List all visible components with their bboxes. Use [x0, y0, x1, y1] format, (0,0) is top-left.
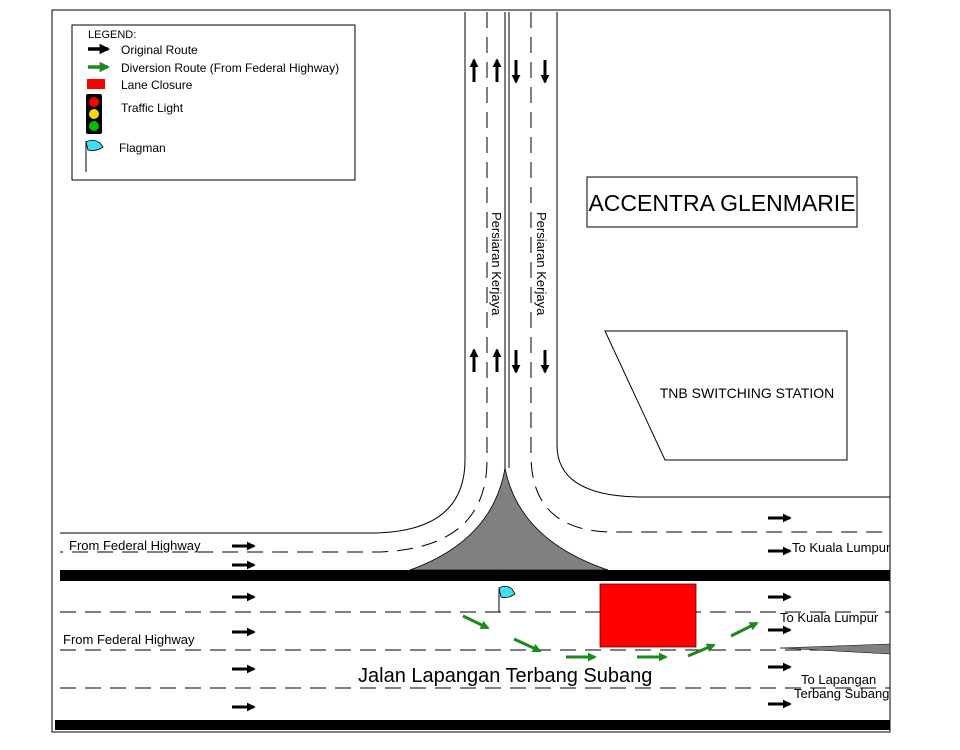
traffic-light-icon: [86, 94, 102, 134]
legend-item-lane-closure: Lane Closure: [87, 78, 193, 92]
diversion-route-arrows: [462, 614, 759, 662]
building-label: ACCENTRA GLENMARIE: [588, 190, 855, 216]
legend-item-traffic-light: Traffic Light: [86, 94, 184, 134]
legend-item-diversion-route: Diversion Route (From Federal Highway): [88, 61, 339, 75]
green-arrow-icon: [513, 637, 542, 653]
flag-icon: [85, 139, 104, 172]
label-to-kuala-lumpur: To Kuala Lumpur: [792, 540, 891, 555]
legend-item-flagman: Flagman: [85, 139, 166, 172]
original-route-arrows: [232, 513, 792, 712]
legend-title: LEGEND:: [88, 29, 136, 41]
main-highway: [55, 570, 891, 730]
green-arrow-icon: [687, 643, 716, 658]
legend: LEGEND: Original Route Diversion Route (…: [71, 24, 356, 181]
label-to-kuala-lumpur: To Kuala Lumpur: [780, 610, 879, 625]
road-edge: [55, 720, 890, 730]
green-arrow-icon: [462, 614, 490, 630]
label-from-federal-highway: From Federal Highway: [63, 632, 195, 647]
green-arrow-icon: [730, 621, 759, 638]
tnb-switching-station: TNB SWITCHING STATION: [604, 330, 848, 461]
legend-label: Lane Closure: [121, 78, 193, 92]
road-label-persiaran-kerjaya: Persiaran Kerjaya: [489, 212, 504, 316]
legend-item-original-route: Original Route: [88, 43, 198, 57]
label-to-lapangan: To Lapangan: [801, 672, 876, 687]
road-label-jalan-lapangan-terbang-subang: Jalan Lapangan Terbang Subang: [358, 665, 652, 687]
label-from-federal-highway: From Federal Highway: [69, 538, 201, 553]
accentra-glenmarie-building: ACCENTRA GLENMARIE: [586, 176, 858, 228]
lane-closure: [599, 583, 697, 648]
legend-label: Traffic Light: [121, 101, 184, 115]
building-label: TNB SWITCHING STATION: [660, 385, 834, 401]
road-divider: [60, 570, 890, 581]
legend-label: Flagman: [119, 141, 166, 155]
flag-icon: [498, 585, 516, 612]
red-rectangle-icon: [87, 79, 105, 89]
road-label-persiaran-kerjaya: Persiaran Kerjaya: [534, 212, 549, 316]
legend-label: Original Route: [121, 43, 198, 57]
persiaran-traffic-arrows: [469, 58, 550, 374]
legend-label: Diversion Route (From Federal Highway): [121, 61, 339, 75]
label-terbang-subang: Terbang Subang: [794, 686, 889, 701]
map-frame: [51, 9, 891, 733]
